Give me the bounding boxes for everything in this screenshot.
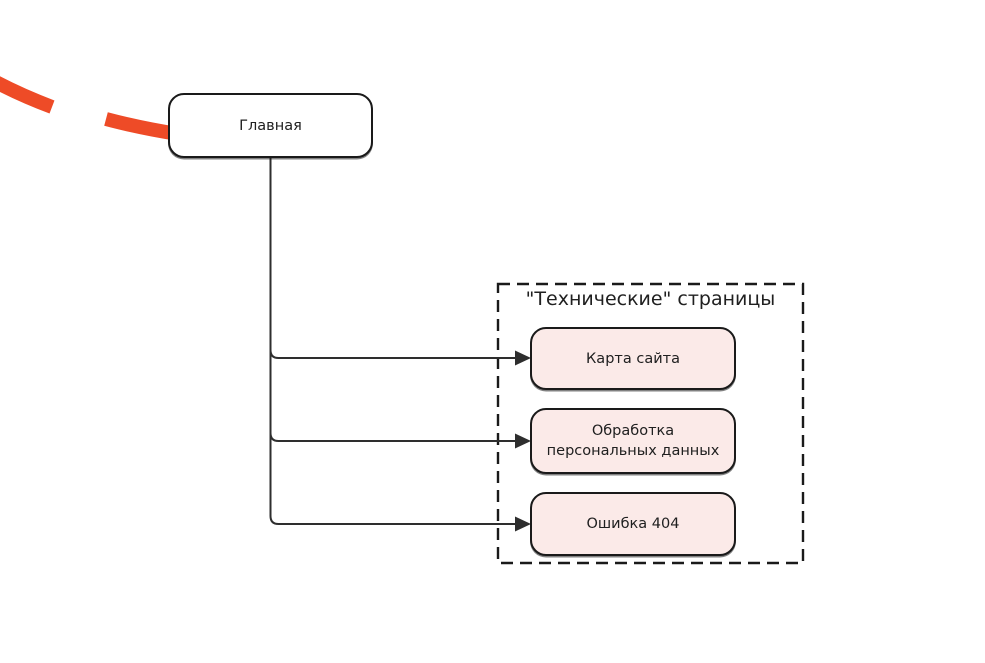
node-home-label: Главная <box>239 117 302 134</box>
group-frame-dashed-border <box>496 282 805 565</box>
connector-branch-error-404 <box>269 515 517 525</box>
node-personal-data[interactable]: Обработка персональных данных <box>530 408 736 474</box>
arrowhead-icon <box>515 350 531 366</box>
node-error-404-label: Ошибка 404 <box>586 516 680 532</box>
arrowhead-icon <box>515 433 531 449</box>
red-marker-stroke-segment <box>0 76 55 114</box>
node-error-404[interactable]: Ошибка 404 <box>530 492 736 556</box>
group-title-technical-pages: "Технические" страницы <box>525 288 776 310</box>
node-home[interactable]: Главная <box>168 93 373 158</box>
node-sitemap-label: Карта сайта <box>586 350 680 367</box>
node-personal-data-label: Обработка персональных данных <box>546 423 720 459</box>
connector-branch-personal-data <box>269 432 517 442</box>
connector-branch-sitemap <box>269 349 517 359</box>
node-sitemap[interactable]: Карта сайта <box>530 327 736 390</box>
arrowhead-icon <box>515 516 531 532</box>
